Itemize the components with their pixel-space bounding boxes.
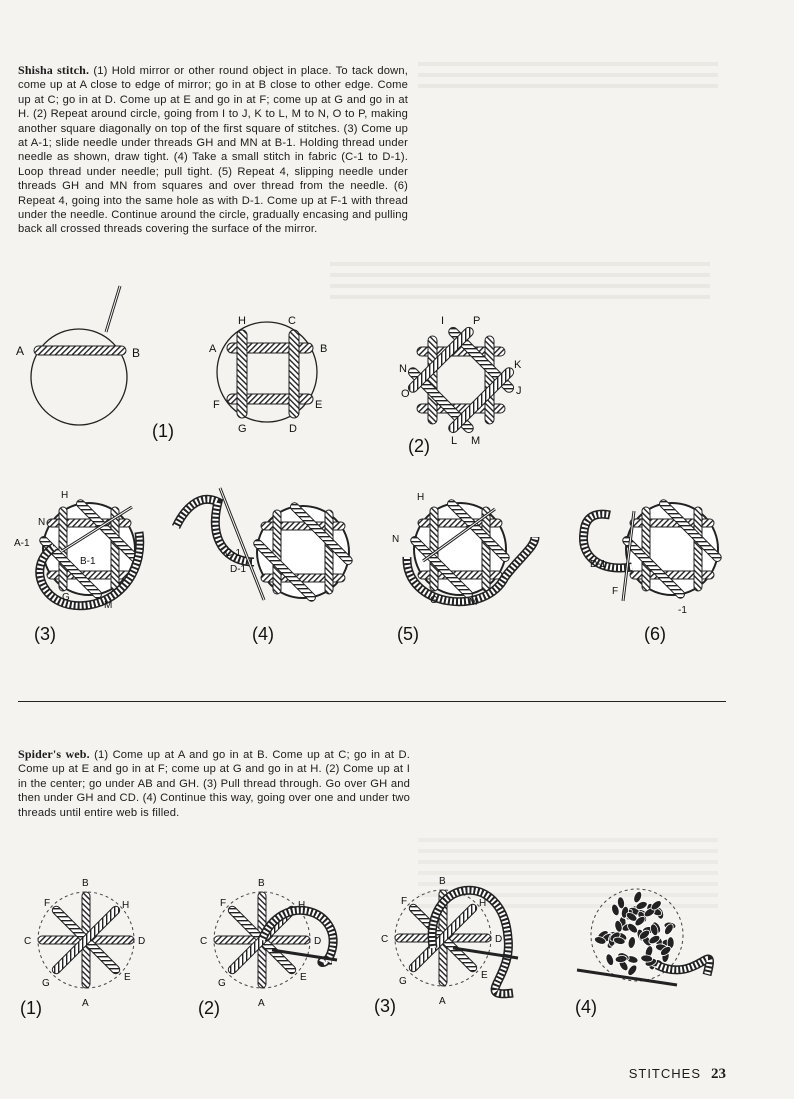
shisha-figure-1: A B (1) (14, 282, 174, 442)
shisha-figure-2: I P N K O J (2) L M (395, 312, 535, 457)
label-minus1: -1 (678, 605, 687, 616)
label-c: C (200, 936, 207, 947)
label-n: N (38, 517, 45, 528)
label-a1: A-1 (14, 538, 30, 549)
label-c: C (288, 315, 296, 327)
figure-number: (3) (34, 624, 56, 644)
label-b: B (82, 878, 89, 889)
label-f: F (44, 898, 50, 909)
shisha-figure-3: H N A-1 B-1 G M (3) (14, 487, 164, 647)
label-h: H (61, 490, 68, 501)
label-n: N (392, 534, 399, 545)
label-g: G (218, 978, 226, 989)
label-a: A (258, 998, 265, 1009)
label-g: G (399, 976, 407, 987)
label-h: H (238, 315, 246, 327)
figure-number: (6) (644, 624, 666, 644)
spider-figure-3: BACDFHGE(3) (368, 868, 528, 1020)
shisha-figure-5: H N G M (5) (385, 487, 555, 647)
label-d: D (314, 936, 321, 947)
label-n: N (399, 363, 407, 375)
label-f: F (213, 399, 220, 411)
woven-thread (605, 953, 615, 967)
label-e: E (300, 972, 307, 983)
label-g: G (238, 423, 247, 435)
label-g: G (430, 595, 438, 606)
label-d1: D-1 (230, 564, 247, 575)
label-f: F (401, 896, 407, 907)
label-m: M (104, 600, 112, 611)
figure-number: (4) (575, 997, 597, 1017)
figure-number: (4) (252, 624, 274, 644)
label-a: A (82, 998, 89, 1009)
page-number: 23 (711, 1066, 726, 1082)
spider-figure-1: B A C D F H G E (1) (14, 870, 164, 1020)
label-c1: C-1 (225, 548, 242, 559)
needle (577, 970, 677, 985)
figure-number: (1) (152, 421, 174, 441)
figure-number: (2) (408, 436, 430, 456)
label-d: D (138, 936, 145, 947)
page-footer: STITCHES 23 (629, 1066, 726, 1083)
shisha-figure-6: D-1 F -1 (6) (560, 487, 730, 647)
label-b1: B-1 (80, 556, 96, 567)
label-e: E (481, 970, 488, 981)
label-b: B (132, 346, 140, 360)
figure-number: (5) (397, 624, 419, 644)
spider-figure-4: (4) (565, 875, 715, 1020)
show-through-block (418, 62, 718, 92)
shisha-title: Shisha stitch. (18, 63, 89, 77)
label-d: D (289, 423, 297, 435)
label-l: L (451, 435, 457, 447)
label-b: B (258, 878, 265, 889)
label-a: A (439, 996, 446, 1007)
label-b: B (439, 876, 446, 887)
figure-number: (3) (374, 996, 396, 1016)
spider-title: Spider's web. (18, 747, 90, 761)
label-f: F (220, 898, 226, 909)
shisha-body: (1) Hold mirror or other round object in… (18, 65, 408, 235)
label-g: G (42, 978, 50, 989)
shisha-paragraph: Shisha stitch. (1) Hold mirror or other … (18, 63, 408, 237)
label-o: O (401, 388, 410, 400)
label-c: C (24, 936, 31, 947)
label-j: J (516, 385, 522, 397)
show-through-block (330, 262, 710, 302)
label-m: M (469, 597, 477, 608)
label-f: F (612, 586, 618, 597)
label-h: H (417, 492, 424, 503)
label-d: D (495, 934, 502, 945)
label-d1: D-1 (590, 559, 607, 570)
shisha-figure-1b: H C A B F E G D (205, 310, 340, 440)
shisha-figure-4: C-1 D-1 (4) (168, 482, 368, 647)
label-m: M (471, 435, 480, 447)
label-i: I (441, 315, 444, 327)
label-p: P (473, 315, 480, 327)
label-b: B (320, 343, 327, 355)
woven-thread (627, 936, 636, 949)
label-k: K (514, 359, 522, 371)
label-e: E (315, 399, 322, 411)
label-h: H (122, 900, 129, 911)
label-g: G (62, 592, 70, 603)
spider-paragraph: Spider's web. (1) Come up at A and go in… (18, 747, 410, 820)
label-a: A (16, 344, 24, 358)
section-name: STITCHES (629, 1066, 701, 1081)
label-a: A (209, 343, 217, 355)
figure-number: (2) (198, 998, 220, 1018)
section-divider (18, 701, 726, 702)
figure-number: (1) (20, 998, 42, 1018)
label-c: C (381, 934, 388, 945)
label-e: E (124, 972, 131, 983)
spider-figure-2: BACDFHGE(2) (192, 870, 362, 1020)
